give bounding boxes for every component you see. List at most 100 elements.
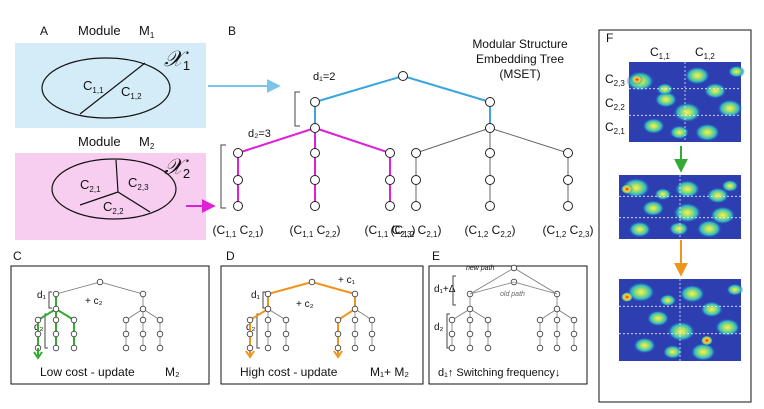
mini-edge bbox=[556, 308, 575, 321]
mini-node bbox=[570, 344, 578, 352]
tree-node bbox=[411, 201, 421, 211]
mini-node bbox=[553, 316, 561, 324]
mini-node bbox=[122, 316, 130, 324]
panel-f-heatmaps bbox=[619, 62, 745, 361]
mini-edge bbox=[37, 308, 57, 321]
panel-f-frame bbox=[598, 29, 752, 403]
panel-c-caption: Low cost - update bbox=[40, 365, 135, 379]
panel-d-cost-top: + c₁ bbox=[338, 275, 356, 286]
mini-node bbox=[52, 344, 60, 352]
mini-edge-hl bbox=[337, 308, 356, 321]
tree-node bbox=[398, 71, 408, 81]
module1-label: Module bbox=[78, 23, 121, 38]
panel-c-cost: + c₂ bbox=[85, 296, 103, 307]
mini-node-new-root bbox=[510, 264, 518, 272]
mini-node bbox=[96, 278, 104, 286]
heatmap-blob bbox=[714, 318, 741, 337]
mini-node bbox=[351, 290, 359, 298]
tree-leaf-label: (C1,1 C2,2) bbox=[290, 223, 341, 239]
mini-node bbox=[570, 330, 578, 338]
panel-f-col-c11: C1,1 bbox=[650, 45, 670, 61]
panel-e-d2: d₂ bbox=[434, 322, 444, 333]
mini-node bbox=[351, 344, 359, 352]
mini-node bbox=[246, 330, 254, 338]
heatmap-blob bbox=[669, 125, 690, 140]
mini-edge-new bbox=[513, 267, 558, 295]
tree-edge-upper bbox=[402, 75, 491, 103]
mini-node bbox=[484, 330, 492, 338]
mini-node bbox=[70, 344, 78, 352]
mini-node bbox=[368, 330, 376, 338]
panel-c-d1: d₁ bbox=[37, 290, 47, 301]
mini-node bbox=[351, 330, 359, 338]
mini-node bbox=[484, 316, 492, 324]
panel-c-module: M₂ bbox=[165, 365, 180, 379]
panel-label-d: D bbox=[226, 249, 235, 263]
panel-d-frame bbox=[220, 265, 424, 385]
mini-node bbox=[536, 330, 544, 338]
cell-c11: C1,1 bbox=[83, 78, 104, 95]
panel-f-row-c23: C2,3 bbox=[605, 72, 625, 88]
mini-node bbox=[34, 316, 42, 324]
tree-node bbox=[485, 201, 495, 211]
heatmap-blob bbox=[641, 200, 665, 217]
panel-d-d1: d₁ bbox=[251, 290, 261, 301]
panel-d-caption: High cost - update bbox=[240, 365, 338, 379]
heatmap-blob bbox=[704, 82, 727, 99]
mini-node bbox=[484, 344, 492, 352]
mini-node bbox=[448, 330, 456, 338]
cell-c12: C1,2 bbox=[121, 84, 142, 101]
mini-edge bbox=[539, 308, 558, 321]
mini-node bbox=[122, 330, 130, 338]
mini-node bbox=[139, 330, 147, 338]
heatmap-blob bbox=[706, 187, 730, 204]
tree-node bbox=[385, 175, 395, 185]
heatmap-blob bbox=[717, 99, 743, 118]
mini-edge-hl bbox=[311, 281, 356, 295]
mini-edge bbox=[249, 308, 269, 321]
mini-node bbox=[308, 278, 316, 286]
mset-title-2: Embedding Tree bbox=[476, 52, 564, 66]
mini-node bbox=[448, 344, 456, 352]
mini-node bbox=[34, 330, 42, 338]
heatmap-blob bbox=[668, 221, 689, 236]
heatmap-blob bbox=[690, 342, 716, 361]
heatmap-blob bbox=[684, 66, 710, 85]
heatmap-peak bbox=[631, 74, 643, 85]
mini-node bbox=[264, 316, 272, 324]
tree-edge-lower bbox=[237, 127, 316, 154]
mini-node bbox=[246, 316, 254, 324]
mini-node bbox=[466, 316, 474, 324]
panel-d-d1-bracket bbox=[262, 291, 266, 309]
panel-e-d1-bracket bbox=[452, 275, 456, 306]
tree-leaf-label: (C1,2 C2,2) bbox=[465, 223, 516, 239]
panel-e-frame bbox=[428, 265, 588, 385]
tree-leaf-label: (C1,1 C2,3) bbox=[365, 223, 416, 239]
heatmap-blob bbox=[628, 221, 651, 238]
heatmap-blob bbox=[667, 321, 696, 342]
panel-e-caption: d₁↑ Switching frequency↓ bbox=[438, 367, 560, 379]
module2-label: Module bbox=[78, 134, 121, 149]
panel-e-d2-bracket bbox=[446, 313, 450, 349]
mini-edge bbox=[99, 281, 144, 295]
tree-d2-bracket bbox=[220, 144, 226, 209]
panel-d-tree bbox=[245, 278, 376, 359]
mini-node bbox=[139, 290, 147, 298]
tree-node bbox=[233, 175, 243, 185]
heatmap-blob bbox=[654, 188, 672, 201]
mini-node bbox=[466, 344, 474, 352]
mini-node bbox=[70, 316, 78, 324]
mini-edge-old bbox=[469, 281, 515, 295]
tree-edge-lower bbox=[489, 127, 569, 154]
mset-leaf-labels: (C1,1 C2,1)(C1,1 C2,2)(C1,1 C2,3)(C1,2 C… bbox=[213, 223, 594, 239]
mini-arrow-head bbox=[33, 351, 43, 360]
heatmap-blob bbox=[656, 83, 674, 96]
heatmap-peak bbox=[621, 292, 633, 303]
mini-node bbox=[536, 344, 544, 352]
mini-node bbox=[52, 305, 60, 313]
panel-label-e: E bbox=[432, 249, 440, 263]
tree-node bbox=[385, 148, 395, 158]
tree-node bbox=[385, 201, 395, 211]
mini-arrow-head bbox=[333, 350, 343, 359]
tree-node bbox=[310, 201, 320, 211]
